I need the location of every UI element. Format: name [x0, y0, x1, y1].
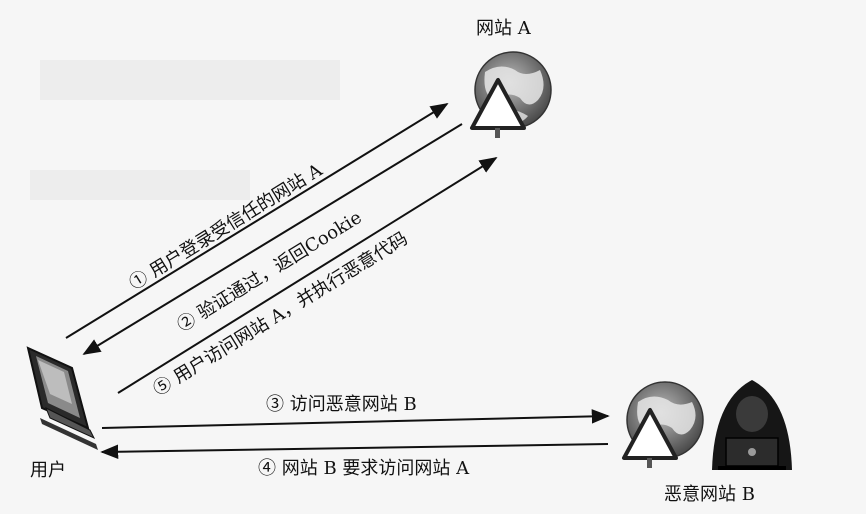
- malicious-site-b-label: 恶意网站 B: [664, 484, 755, 505]
- arrow-step3: [101, 409, 610, 429]
- user-label: 用户: [30, 460, 66, 481]
- arrow-step1: [65, 103, 449, 339]
- warning-triangle-icon: [470, 78, 526, 138]
- warning-triangle-icon: [622, 408, 678, 468]
- website-a-label: 网站 A: [476, 18, 532, 39]
- arrow-step4: [100, 443, 609, 459]
- malicious-site-b-node: 恶意网站 B: [622, 380, 792, 505]
- step4-label: ④ 网站 B 要求访问网站 A: [258, 458, 470, 479]
- user-node: 用户: [26, 346, 98, 481]
- monitor-icon: [26, 346, 98, 450]
- hacker-icon: [712, 380, 792, 470]
- arrow-step2: [82, 123, 463, 355]
- step3-label: ③ 访问恶意网站 B: [266, 394, 417, 415]
- website-a-node: 网站 A: [470, 18, 552, 138]
- background-texture: [30, 60, 340, 200]
- arrow-step5: [117, 157, 498, 394]
